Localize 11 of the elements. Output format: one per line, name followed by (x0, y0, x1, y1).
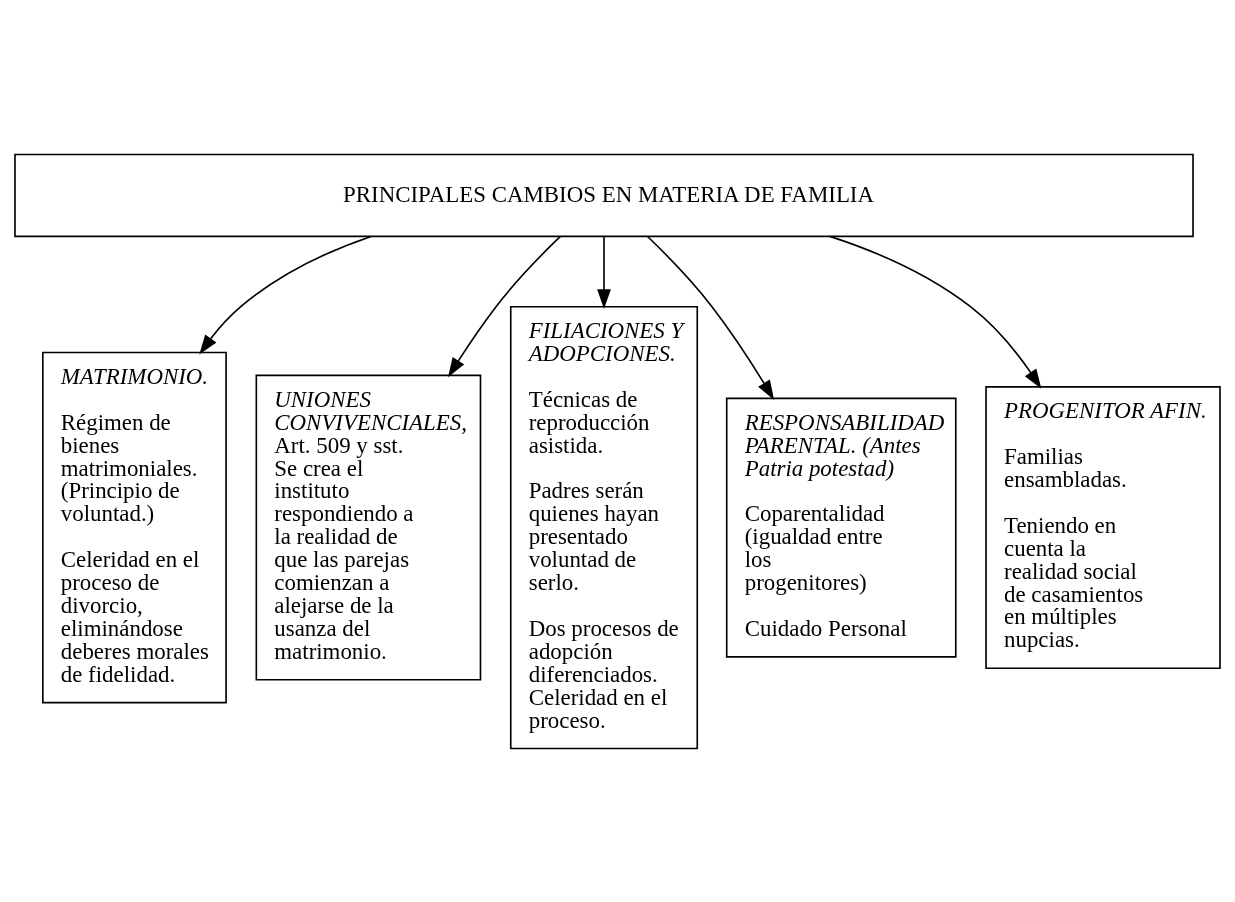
node-box: MATRIMONIO. Régimen de bienes matrimoniales. (Principio de voluntad.) Celeridad en el proceso de divorcio, eliminándose deberes morales de fidelidad. (42, 351, 227, 703)
arrow (828, 235, 1042, 389)
arrow (448, 235, 562, 377)
node-box: UNIONES CONVIVENCIALES, Art. 509 y sst. Se crea el instituto respondiendo a la realidad de que las parejas comienzan a alejarse de la usanza del matrimonio. (255, 374, 482, 681)
arrow (646, 235, 775, 400)
node-box: PROGENITOR AFIN. Familias ensambladas. Teniendo en cuenta la realidad social de casamientos en múltiples nupcias. (985, 385, 1221, 669)
node-box: FILIACIONES Y ADOPCIONES. Técnicas de reproducción asistida. Padres serán quienes hayan presentado voluntad de serlo. Dos procesos de adopción diferenciados. Celeridad en el proceso. (509, 305, 699, 749)
node-box: RESPONSABILIDAD PARENTAL. (Antes Patria potestad) Coparentalidad (igualdad entre los progenitores) Cuidado Personal (725, 397, 957, 658)
arrow (199, 235, 372, 354)
arrow (597, 235, 611, 309)
node-box: PRINCIPALES CAMBIOS EN MATERIA DE FAMILIA (14, 153, 1194, 237)
